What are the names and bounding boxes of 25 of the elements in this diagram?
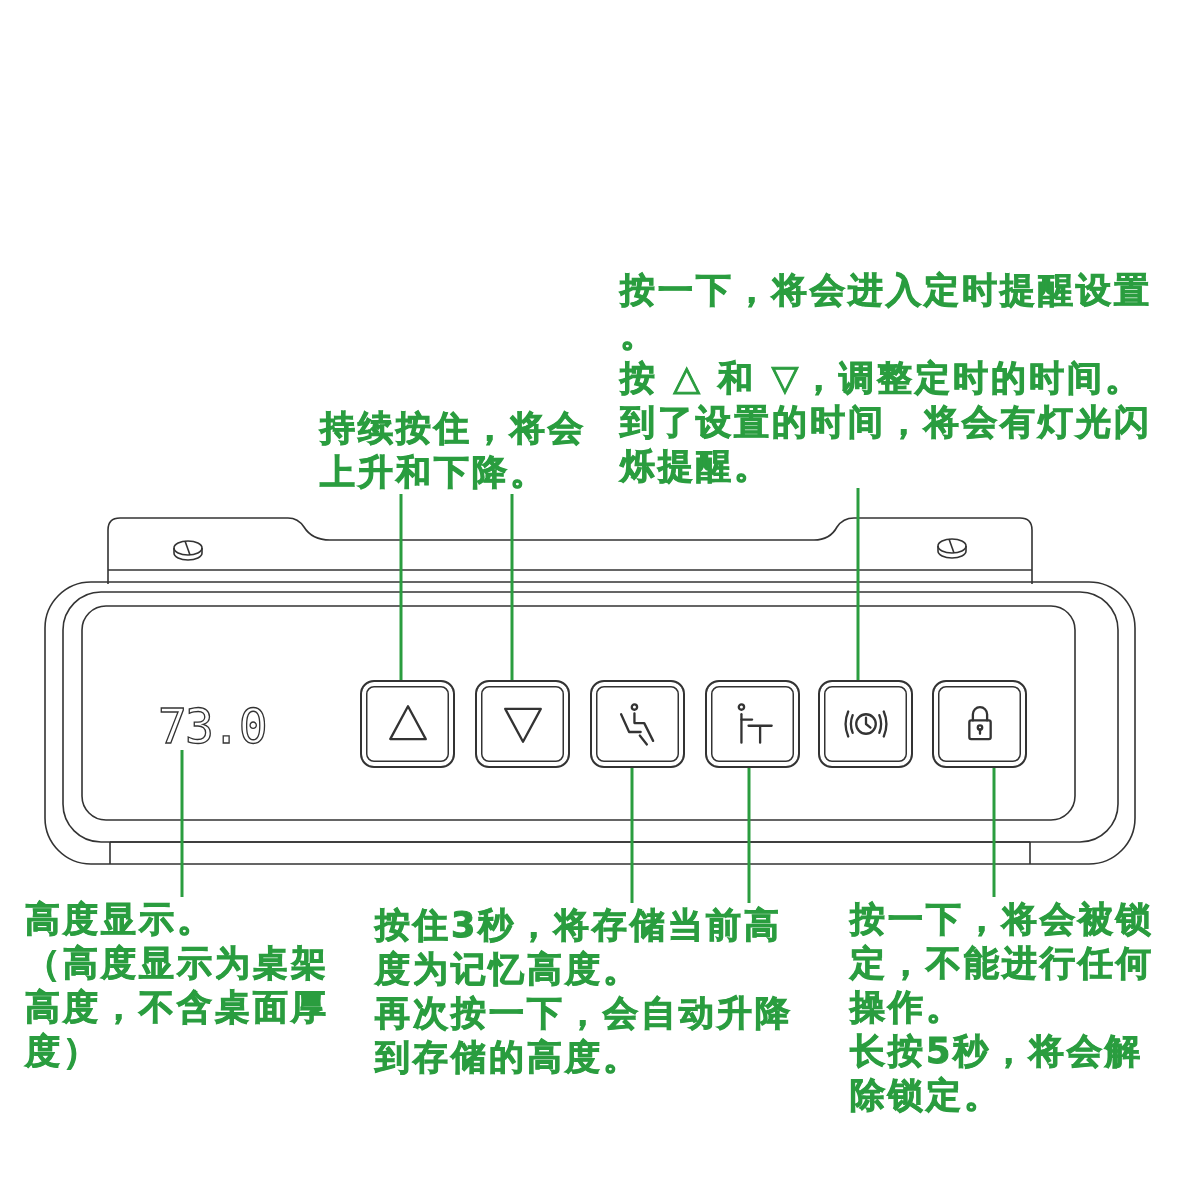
leader-line [856, 488, 860, 680]
height-display-reading: 73.0 [158, 702, 266, 750]
callout-text: 持续按住，将会上升和下降。 [320, 407, 587, 494]
callout-text: （高度显示为桌架高度，不含桌面厚度） [25, 942, 330, 1073]
leader-line [399, 494, 403, 680]
callout-text: 按一下，将会被锁定，不能进行任何操作。 [850, 898, 1155, 1029]
sit-memory-button [590, 680, 685, 768]
leader-line [747, 768, 751, 903]
callout-text: 长按5秒，将会解除锁定。 [850, 1030, 1145, 1117]
callout-text: 按住3秒，将存储当前高度为记忆高度。 [375, 904, 784, 991]
up-button [360, 680, 455, 768]
leader-line [510, 494, 514, 680]
control-panel [44, 516, 1137, 866]
lock-button [932, 680, 1027, 768]
stand-memory-button [705, 680, 800, 768]
callout-text: 高度显示。 [25, 898, 216, 941]
timer-button [818, 680, 913, 768]
callout-text: 按一下，将会进入定时提醒设置。 [620, 269, 1153, 356]
callout-text: 到了设置的时间，将会有灯光闪烁提醒。 [620, 401, 1153, 488]
callout-text: 按 △ 和 ▽，调整定时的时间。 [620, 357, 1145, 400]
leader-line [992, 768, 996, 897]
leader-line [630, 768, 634, 903]
callout-text: 再次按一下，会自动升降到存储的高度。 [375, 992, 794, 1079]
leader-line [180, 750, 184, 897]
down-button [475, 680, 570, 768]
